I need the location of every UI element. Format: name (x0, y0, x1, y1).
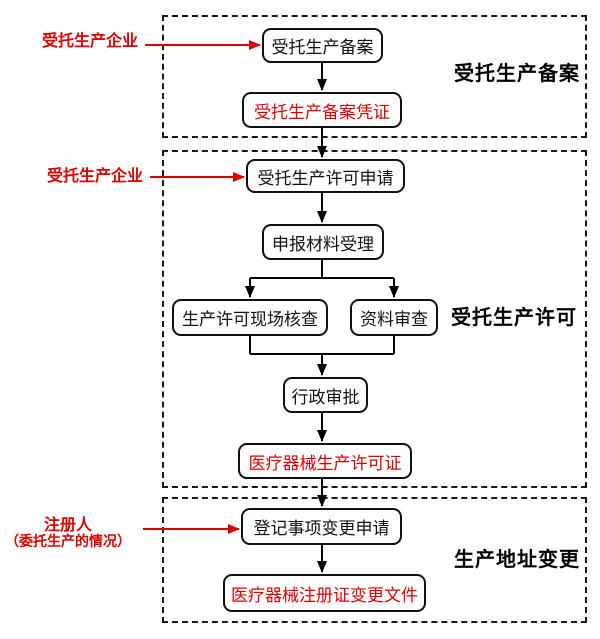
node-entrusted-production-filing: 受托生产备案 (262, 28, 383, 63)
section-production-address-change (162, 497, 587, 623)
node-license-application: 受托生产许可申请 (246, 159, 405, 193)
actor-label-entrusted-manufacturer-license: 受托生产企业 (47, 166, 144, 185)
merge-connector (249, 336, 395, 355)
section-label-entrusted-production-filing: 受托生产备案 (454, 61, 580, 85)
node-onsite-inspection: 生产许可现场核查 (172, 299, 328, 336)
node-production-license-certificate: 医疗器械生产许可证 (238, 443, 412, 479)
section-entrusted-production-license (162, 150, 587, 488)
node-administrative-approval: 行政审批 (283, 377, 368, 413)
node-filing-certificate: 受托生产备案凭证 (242, 92, 402, 128)
section-entrusted-production-filing (162, 15, 587, 138)
split-connector (250, 260, 394, 279)
actor-label-registrant: 注册人 （委托生产的情况） (4, 516, 132, 551)
section-label-production-address-change: 生产地址变更 (454, 547, 580, 571)
actor-label-registrant-note: （委托生产的情况） (5, 534, 131, 550)
actor-label-registrant-text: 注册人 (43, 515, 92, 534)
section-label-entrusted-production-license: 受托生产许可 (451, 305, 577, 329)
node-registration-change-application: 登记事项变更申请 (241, 508, 402, 545)
node-application-materials-acceptance: 申报材料受理 (262, 224, 384, 260)
actor-label-entrusted-manufacturer-filing: 受托生产企业 (42, 31, 139, 50)
node-registration-change-document: 医疗器械注册证变更文件 (223, 574, 426, 612)
node-document-review: 资料审查 (350, 299, 438, 336)
